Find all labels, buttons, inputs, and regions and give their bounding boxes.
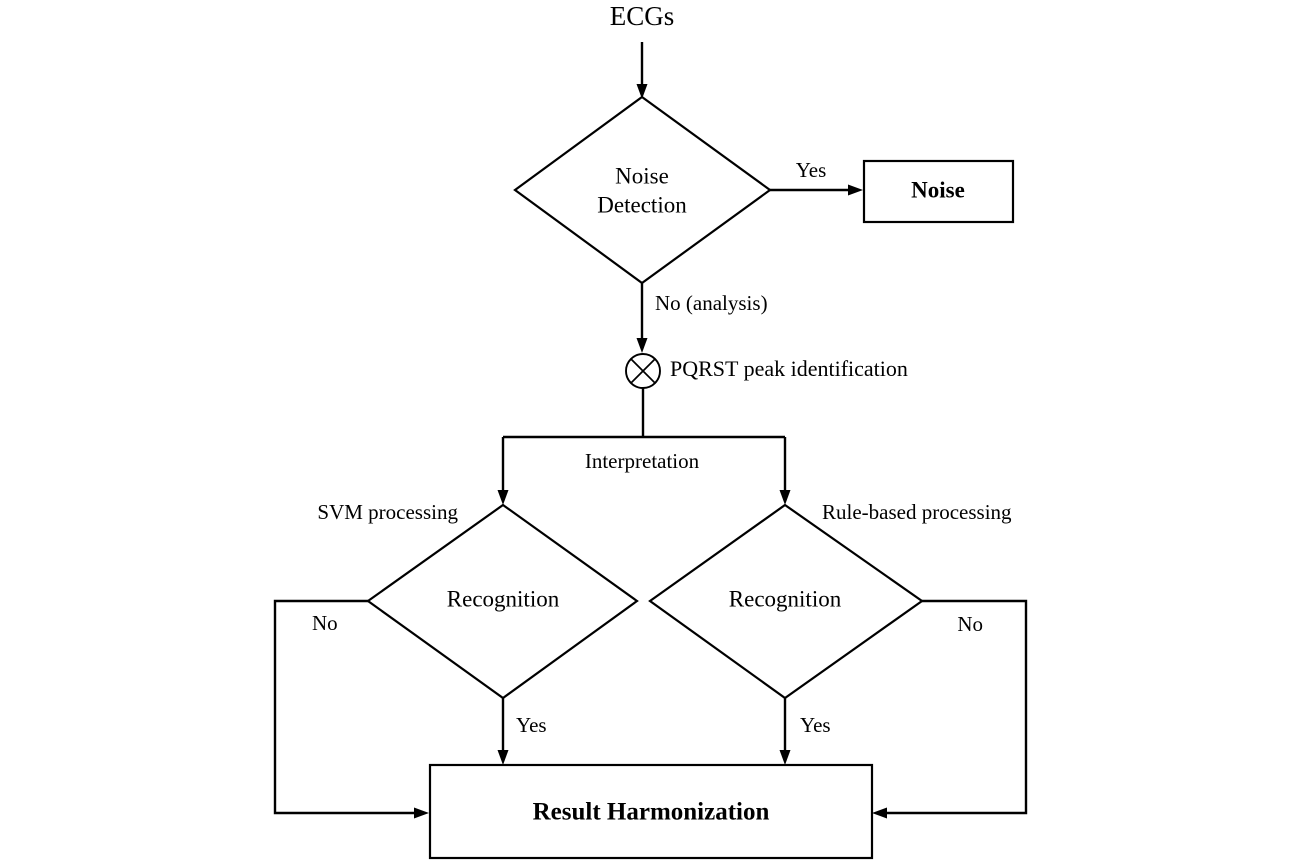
edge-rule-yes: Yes bbox=[779, 698, 831, 765]
edge-label-interpretation: Interpretation bbox=[585, 449, 700, 473]
start-node-label: ECGs bbox=[610, 1, 675, 31]
rule-recognition-label: Recognition bbox=[729, 586, 842, 611]
edge-noise-detection-no: No (analysis) bbox=[636, 283, 768, 353]
edge-label-svm-yes: Yes bbox=[516, 713, 547, 737]
edge-label-rule-yes: Yes bbox=[800, 713, 831, 737]
rule-recognition-diamond[interactable]: Recognition bbox=[648, 503, 924, 700]
result-harmonization-box[interactable]: Result Harmonization bbox=[428, 763, 874, 860]
edge-label-svm-processing: SVM processing bbox=[317, 500, 458, 524]
result-harmonization-label: Result Harmonization bbox=[533, 799, 770, 826]
svm-recognition-label: Recognition bbox=[447, 586, 560, 611]
edge-label-noise-yes: Yes bbox=[796, 158, 827, 182]
edge-interpretation-to-svm: SVM processing bbox=[317, 437, 509, 524]
edge-svm-yes: Yes bbox=[497, 698, 547, 765]
noise-result-box[interactable]: Noise bbox=[862, 159, 1015, 224]
interpretation-split: Interpretation bbox=[503, 388, 785, 473]
pqrst-junction-icon[interactable] bbox=[625, 353, 661, 389]
noise-detection-diamond[interactable]: Noise Detection bbox=[513, 95, 772, 285]
edge-interpretation-to-rule: Rule-based processing bbox=[779, 437, 1012, 524]
edge-start-to-noise-detection bbox=[636, 42, 648, 99]
pqrst-label: PQRST peak identification bbox=[670, 356, 908, 381]
edge-label-noise-no: No (analysis) bbox=[655, 291, 768, 315]
edge-label-svm-no: No bbox=[312, 611, 338, 635]
edge-svm-no-feedback: No bbox=[273, 599, 429, 819]
edge-label-rule-based-processing: Rule-based processing bbox=[822, 500, 1012, 524]
edge-label-rule-no: No bbox=[957, 612, 983, 636]
noise-detection-label-line2: Detection bbox=[597, 192, 687, 217]
noise-detection-label-line1: Noise bbox=[615, 163, 669, 188]
edge-rule-no-feedback: No bbox=[872, 599, 1028, 819]
noise-result-label: Noise bbox=[911, 177, 965, 202]
svm-recognition-diamond[interactable]: Recognition bbox=[366, 503, 639, 700]
edge-noise-detection-yes: Yes bbox=[770, 158, 863, 196]
